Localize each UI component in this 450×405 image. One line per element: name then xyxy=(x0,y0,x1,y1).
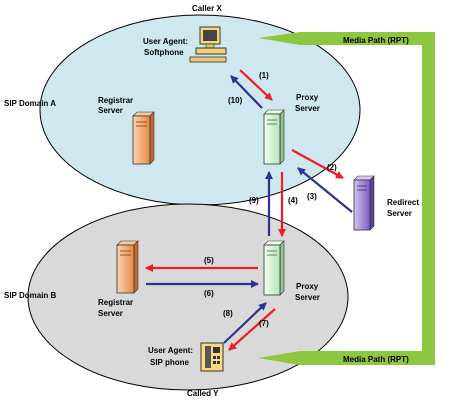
proxy-a-label-line1: Proxy xyxy=(296,93,319,102)
arrow-step-8 xyxy=(223,302,267,344)
sip-phone-icon xyxy=(200,342,224,372)
registrar-a-server-icon xyxy=(132,111,155,165)
step-label-5: (5) xyxy=(204,256,214,265)
proxy-a-server-icon xyxy=(263,109,285,165)
arrow-step-10 xyxy=(230,75,263,109)
proxy-b-server-icon xyxy=(263,240,285,296)
step-label-7: (7) xyxy=(259,319,269,328)
media-path-top-label: Media Path (RPT) xyxy=(343,36,409,45)
arrow-step-2 xyxy=(291,149,344,179)
step-label-1: (1) xyxy=(259,71,269,80)
arrow-step-3 xyxy=(297,167,353,213)
domain-b-label: SIP Domain B xyxy=(4,291,57,300)
step-label-6: (6) xyxy=(204,289,214,298)
caller-label: Caller X xyxy=(192,4,222,13)
ua-b-label-line1: User Agent: xyxy=(148,346,193,355)
ua-b-label-line2: SIP phone xyxy=(150,358,190,367)
arrow-step-1 xyxy=(239,69,273,101)
proxy-b-label-line2: Server xyxy=(295,293,320,302)
step-label-2: (2) xyxy=(327,163,337,172)
step-label-3: (3) xyxy=(307,192,317,201)
media-path-bottom-label: Media Path (RPT) xyxy=(343,355,409,364)
step-label-10: (10) xyxy=(228,96,243,105)
registrar-a-label-line1: Registrar xyxy=(98,96,133,105)
domain-a-label: SIP Domain A xyxy=(4,99,56,108)
redirect-label-line2: Server xyxy=(387,209,412,218)
proxy-b-label-line1: Proxy xyxy=(296,282,319,291)
registrar-b-server-icon xyxy=(116,240,139,294)
ua-a-label-line2: Softphone xyxy=(144,48,184,57)
softphone-computer-icon xyxy=(189,26,227,63)
arrow-step-7 xyxy=(228,308,276,351)
redirect-server-icon xyxy=(353,175,375,231)
called-label: Called Y xyxy=(187,389,219,398)
registrar-a-label-line2: Server xyxy=(98,106,123,115)
ua-a-label-line1: User Agent: xyxy=(143,37,188,46)
step-label-4: (4) xyxy=(288,196,298,205)
registrar-b-label-line1: Registrar xyxy=(98,298,133,307)
step-label-9: (9) xyxy=(249,196,259,205)
step-label-8: (8) xyxy=(223,309,233,318)
registrar-b-label-line2: Server xyxy=(98,309,123,318)
proxy-a-label-line2: Server xyxy=(295,104,320,113)
redirect-label-line1: Redirect xyxy=(387,198,419,207)
